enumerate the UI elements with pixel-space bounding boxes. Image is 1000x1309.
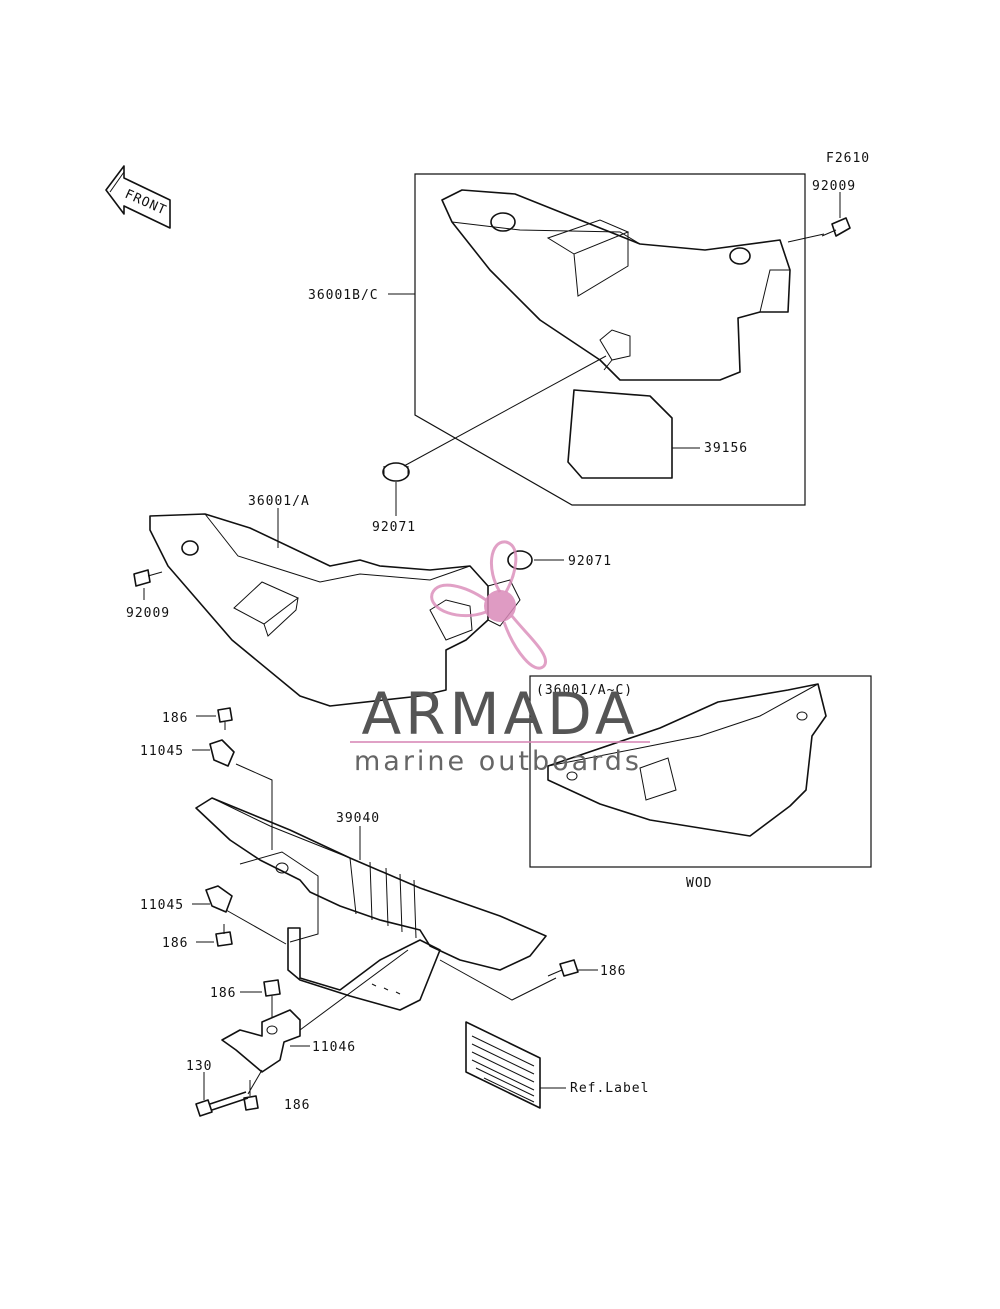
callout-186-c: 186 bbox=[210, 986, 236, 1001]
inset-title: (36001/A~C) bbox=[536, 683, 633, 698]
emblem-39156 bbox=[567, 389, 700, 479]
bolt-186-b bbox=[196, 924, 233, 947]
figure-code: F2610 bbox=[826, 151, 870, 166]
upper-assembly-box bbox=[388, 173, 806, 506]
callout-36001bc: 36001B/C bbox=[308, 288, 379, 303]
bolt-186-d bbox=[439, 959, 598, 1001]
callout-39156: 39156 bbox=[704, 441, 748, 456]
side-cover-36001bc bbox=[441, 189, 791, 381]
front-label: FRONT bbox=[122, 187, 168, 219]
callout-186-b: 186 bbox=[162, 936, 188, 951]
chain-cover-39040 bbox=[195, 797, 547, 1011]
grommet-92071-a bbox=[382, 355, 607, 516]
clamp-11045-a bbox=[192, 739, 273, 850]
bolt-92009-left bbox=[133, 569, 163, 600]
side-cover-36001a bbox=[149, 513, 533, 707]
inset-box bbox=[529, 675, 872, 868]
bolt-92009-top bbox=[787, 192, 851, 243]
watermark-brand: ARMADA bbox=[361, 680, 638, 748]
bolt-186-c bbox=[240, 979, 281, 1018]
bolt-186-e bbox=[243, 1080, 259, 1111]
reference-label-plate bbox=[465, 1021, 566, 1109]
callout-39040: 39040 bbox=[336, 811, 380, 826]
callout-186-e: 186 bbox=[284, 1098, 310, 1113]
clamp-11045-b bbox=[192, 885, 287, 945]
bolt-186-a bbox=[196, 707, 233, 730]
callout-130: 130 bbox=[186, 1059, 212, 1074]
callout-92009-left: 92009 bbox=[126, 606, 170, 621]
callout-186-d: 186 bbox=[600, 964, 626, 979]
bracket-11046 bbox=[221, 949, 409, 1073]
callout-92071-b: 92071 bbox=[568, 554, 612, 569]
armada-watermark: ARMADA marine outboards bbox=[350, 540, 650, 777]
callout-ref-label: Ref.Label bbox=[570, 1081, 649, 1096]
callout-186-a: 186 bbox=[162, 711, 188, 726]
inset-caption: WOD bbox=[686, 876, 712, 891]
watermark-tagline: marine outboards bbox=[354, 746, 642, 777]
front-arrow-icon: FRONT bbox=[105, 165, 171, 229]
propeller-logo-icon bbox=[430, 540, 548, 670]
callout-11045-b: 11045 bbox=[140, 898, 184, 913]
callout-92009-top: 92009 bbox=[812, 179, 856, 194]
callout-11045-a: 11045 bbox=[140, 744, 184, 759]
callout-11046: 11046 bbox=[312, 1040, 356, 1055]
callout-36001a: 36001/A bbox=[248, 494, 310, 509]
callout-92071-a: 92071 bbox=[372, 520, 416, 535]
